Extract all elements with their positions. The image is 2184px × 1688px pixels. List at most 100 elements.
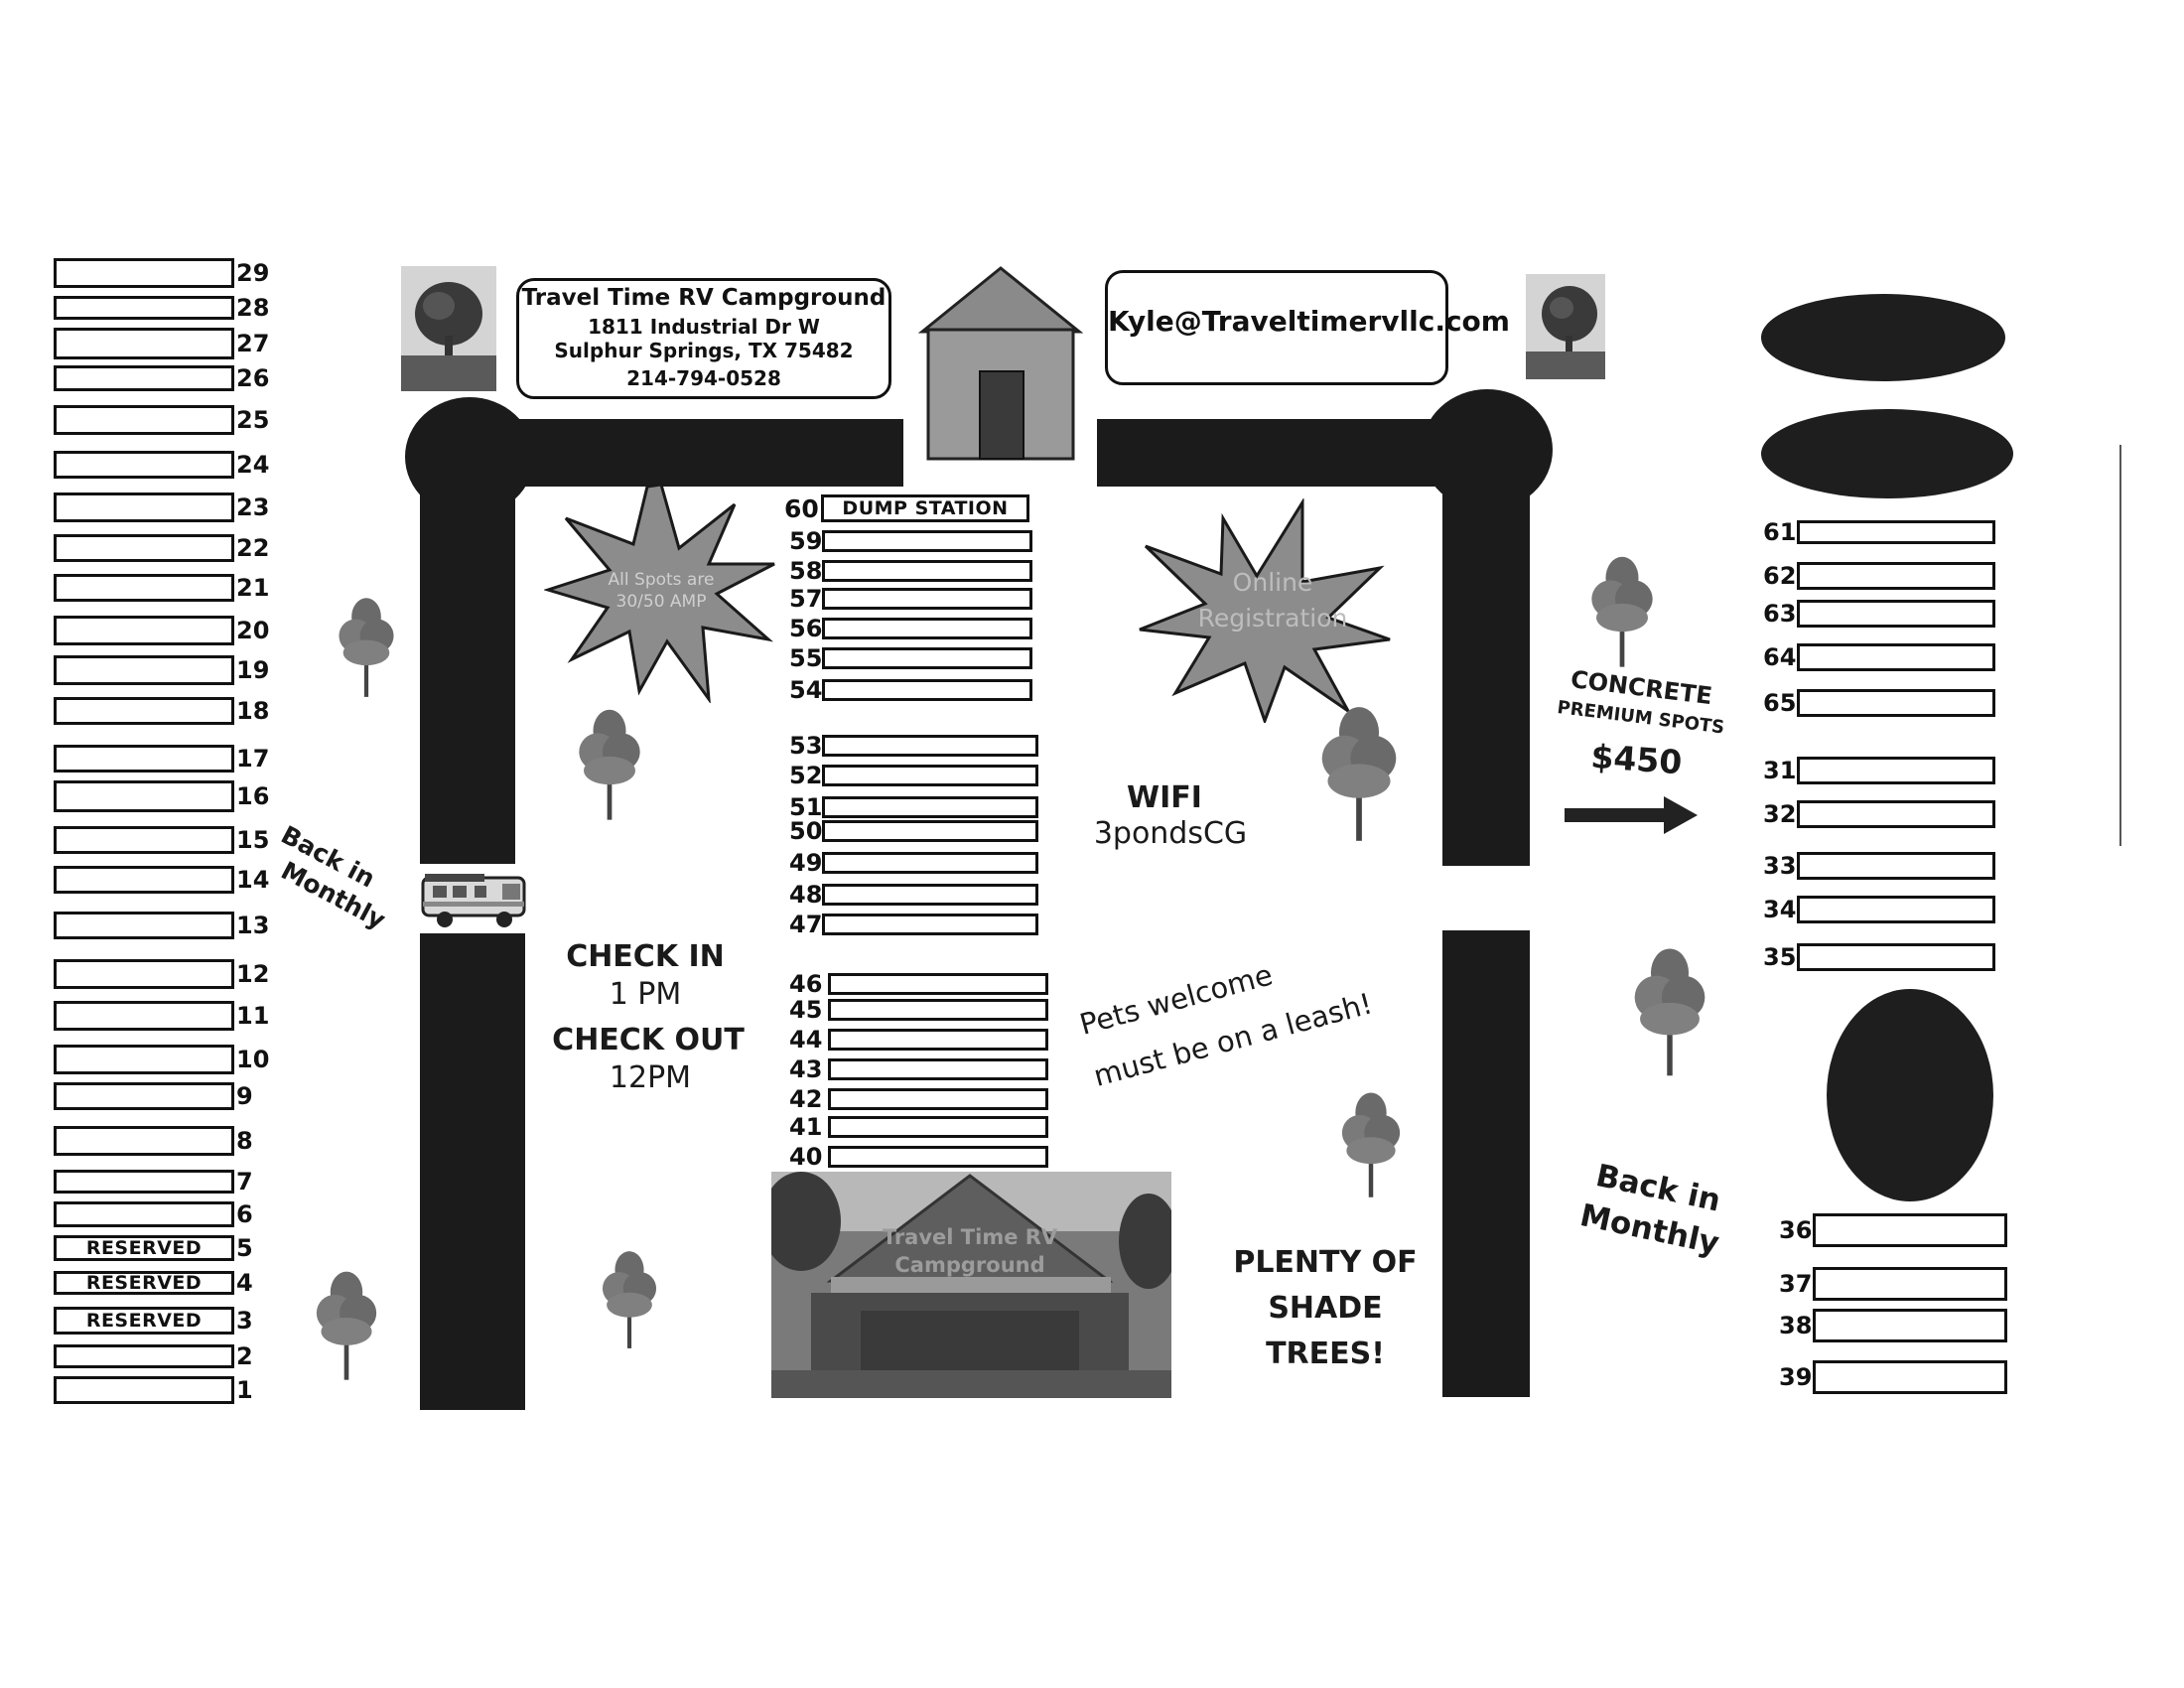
campsite-number: 26 — [236, 364, 270, 392]
campsite-55[interactable] — [822, 647, 1032, 669]
pond-oval-1 — [1761, 294, 2005, 381]
campsite-45[interactable] — [828, 999, 1048, 1021]
campsite-16[interactable] — [54, 780, 234, 812]
campsite-number: 38 — [1779, 1312, 1813, 1339]
campsite-59[interactable] — [822, 530, 1032, 552]
campsite-number: 15 — [236, 826, 270, 854]
campsite-46[interactable] — [828, 973, 1048, 995]
campsite-14[interactable] — [54, 866, 234, 894]
campsite-18[interactable] — [54, 697, 234, 725]
campsite-47[interactable] — [822, 914, 1038, 935]
campsite-21[interactable] — [54, 574, 234, 602]
campsite-23[interactable] — [54, 492, 234, 522]
road-left-vertical-top — [420, 457, 515, 864]
campsite-number: 12 — [236, 960, 270, 988]
campsite-36[interactable] — [1813, 1213, 2007, 1247]
campsite-8[interactable] — [54, 1126, 234, 1156]
tree-photo-right — [1526, 274, 1605, 379]
campsite-33[interactable] — [1797, 852, 1995, 880]
campsite-number: 24 — [236, 451, 270, 479]
campsite-20[interactable] — [54, 616, 234, 645]
building-sign-line1: Travel Time RV — [882, 1225, 1058, 1249]
campsite-49[interactable] — [822, 852, 1038, 874]
campsite-57[interactable] — [822, 588, 1032, 610]
campground-info-box: Travel Time RV Campground 1811 Industria… — [516, 278, 891, 399]
building-sign-line2: Campground — [894, 1253, 1045, 1277]
campsite-22[interactable] — [54, 534, 234, 562]
campsite-34[interactable] — [1797, 896, 1995, 923]
campsite-number: 34 — [1763, 896, 1797, 923]
campsite-26[interactable] — [54, 365, 234, 391]
campsite-number: 18 — [236, 697, 270, 725]
check-out-label: CHECK OUT — [552, 1023, 745, 1057]
campsite-number: 33 — [1763, 852, 1797, 880]
campsite-28[interactable] — [54, 296, 234, 320]
campsite-62[interactable] — [1797, 562, 1995, 590]
campsite-63[interactable] — [1797, 600, 1995, 628]
campsite-number: 55 — [789, 644, 823, 672]
campsite-37[interactable] — [1813, 1267, 2007, 1301]
campsite-number: 39 — [1779, 1363, 1813, 1391]
campsite-5[interactable]: RESERVED — [54, 1235, 234, 1261]
campsite-41[interactable] — [828, 1116, 1048, 1138]
amp-burst-line2: 30/50 AMP — [615, 592, 707, 612]
campsite-2[interactable] — [54, 1344, 234, 1368]
campground-email[interactable]: Kyle@Traveltimervllc.com — [1108, 305, 1510, 338]
campsite-43[interactable] — [828, 1058, 1048, 1080]
campsite-17[interactable] — [54, 745, 234, 773]
campsite-number: 4 — [236, 1269, 253, 1297]
campsite-29[interactable] — [54, 258, 234, 288]
campsite-31[interactable] — [1797, 757, 1995, 784]
campsite-42[interactable] — [828, 1088, 1048, 1110]
campsite-number: 59 — [789, 527, 823, 555]
campsite-27[interactable] — [54, 328, 234, 359]
campsite-40[interactable] — [828, 1146, 1048, 1168]
wifi-label: WIFI — [1127, 780, 1202, 815]
campsite-number: 48 — [789, 881, 823, 909]
campsite-54[interactable] — [822, 679, 1032, 701]
campsite-61[interactable] — [1797, 520, 1995, 544]
campsite-58[interactable] — [822, 560, 1032, 582]
campsite-56[interactable] — [822, 618, 1032, 639]
campsite-50[interactable] — [822, 820, 1038, 842]
campsite-25[interactable] — [54, 405, 234, 435]
right-edge-line — [2119, 445, 2121, 846]
pond-oval-3 — [1827, 989, 1993, 1201]
campsite-9[interactable] — [54, 1082, 234, 1110]
campsite-19[interactable] — [54, 655, 234, 685]
campsite-52[interactable] — [822, 765, 1038, 786]
campsite-11[interactable] — [54, 1001, 234, 1031]
campsite-3[interactable]: RESERVED — [54, 1307, 234, 1335]
campsite-15[interactable] — [54, 826, 234, 854]
campsite-number: 27 — [236, 330, 270, 357]
campsite-6[interactable] — [54, 1201, 234, 1227]
campsite-1[interactable] — [54, 1376, 234, 1404]
campsite-44[interactable] — [828, 1029, 1048, 1051]
campsite-number: 10 — [236, 1046, 270, 1073]
campsite-number: 19 — [236, 656, 270, 684]
campsite-39[interactable] — [1813, 1360, 2007, 1394]
campsite-7[interactable] — [54, 1170, 234, 1194]
campsite-35[interactable] — [1797, 943, 1995, 971]
premium-price: $450 — [1589, 737, 1684, 782]
campsite-64[interactable] — [1797, 643, 1995, 671]
campsite-32[interactable] — [1797, 800, 1995, 828]
campsite-12[interactable] — [54, 959, 234, 989]
campsite-number: 13 — [236, 912, 270, 939]
tree-icon — [1591, 556, 1653, 667]
campsite-number: 46 — [789, 970, 823, 998]
arrow-right-icon — [1565, 796, 1698, 834]
campsite-number: 21 — [236, 574, 270, 602]
campsite-4[interactable]: RESERVED — [54, 1271, 234, 1295]
campsite-53[interactable] — [822, 735, 1038, 757]
campsite-number: 29 — [236, 259, 270, 287]
campsite-10[interactable] — [54, 1045, 234, 1074]
campsite-13[interactable] — [54, 912, 234, 939]
campsite-51[interactable] — [822, 796, 1038, 818]
campsite-65[interactable] — [1797, 689, 1995, 717]
campsite-48[interactable] — [822, 884, 1038, 906]
campsite-number: 54 — [789, 676, 823, 704]
campsite-24[interactable] — [54, 451, 234, 479]
campsite-38[interactable] — [1813, 1309, 2007, 1342]
online-registration-starburst — [1139, 498, 1391, 723]
